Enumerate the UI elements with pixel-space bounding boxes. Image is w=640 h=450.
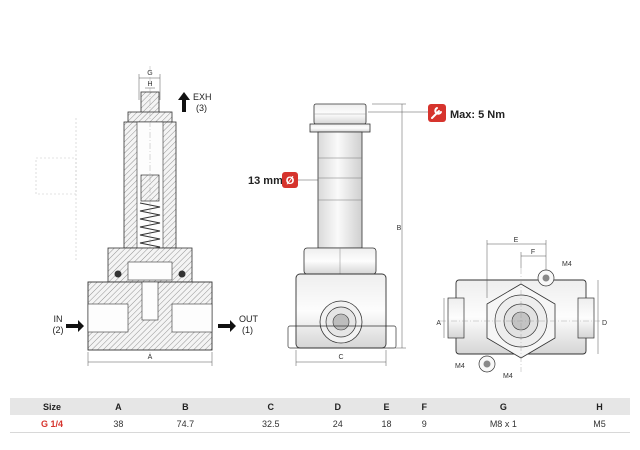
seal-left xyxy=(114,270,122,278)
table-cell: 74.7 xyxy=(142,415,229,433)
wrench-icon xyxy=(431,107,442,119)
dim-c-label: C xyxy=(338,354,343,361)
mount-foot xyxy=(287,325,397,349)
table-header-row: Size A B C D E F G H xyxy=(10,398,630,415)
dim-e-f xyxy=(486,240,547,298)
flange-cavity xyxy=(127,261,173,281)
dim-b-label: B xyxy=(397,225,402,232)
dim-e-label: E xyxy=(514,237,519,244)
bottom-view: E F A D M4 M4 M4 xyxy=(436,237,607,380)
port-out-bore xyxy=(171,303,213,333)
table-header: F xyxy=(410,398,438,415)
port-out-label: OUT xyxy=(239,314,259,324)
table-cell: 18 xyxy=(362,415,411,433)
table-header: E xyxy=(362,398,411,415)
dim-a-d xyxy=(443,280,599,354)
table-row: G 1/4 38 74.7 32.5 24 18 9 M8 x 1 M5 xyxy=(10,415,630,433)
dimension-table: Size A B C D E F G H G 1/4 38 74.7 32.5 … xyxy=(10,398,630,433)
diameter-icon: Ø xyxy=(286,175,295,187)
exh-arrow-icon xyxy=(178,92,190,112)
dim-d-label: D xyxy=(602,320,607,327)
ghost-coil-outline xyxy=(35,118,77,260)
right-port xyxy=(577,297,595,339)
out-arrow-icon xyxy=(218,320,236,332)
dim-a xyxy=(87,352,213,366)
left-port xyxy=(447,297,465,339)
bottom-dim-a-label: A xyxy=(436,320,441,327)
table-header: G xyxy=(437,398,570,415)
table-header: D xyxy=(313,398,363,415)
table-cell: 32.5 xyxy=(228,415,314,433)
dim-c xyxy=(295,350,387,366)
hole-label-2: M4 xyxy=(455,363,465,370)
dim-b xyxy=(372,103,406,349)
table-header: B xyxy=(142,398,229,415)
section-view: G H IN (2) OUT (1) EXH (3) xyxy=(35,66,259,366)
table-cell: 38 xyxy=(94,415,143,433)
table-cell: 9 xyxy=(410,415,438,433)
table-header: H xyxy=(569,398,630,415)
table-cell: M8 x 1 xyxy=(437,415,570,433)
port-in-label: IN xyxy=(54,314,63,324)
seal-right xyxy=(178,270,186,278)
port-exh-number: (3) xyxy=(196,103,207,113)
table-cell: 24 xyxy=(313,415,363,433)
port-exh-label: EXH xyxy=(193,92,212,102)
dim-g-h xyxy=(138,74,161,100)
nut-washer xyxy=(309,123,371,133)
table-header: C xyxy=(228,398,314,415)
torque-label: Max: 5 Nm xyxy=(450,109,505,121)
port-in-bore xyxy=(87,303,129,333)
hole-label-1: M4 xyxy=(562,261,572,268)
port-in-number: (2) xyxy=(53,325,64,335)
stem xyxy=(317,131,363,249)
diameter-badge xyxy=(282,172,298,188)
inner-channel xyxy=(141,281,159,321)
dim-a-label: A xyxy=(148,354,153,361)
table-cell-size: G 1/4 xyxy=(10,415,94,433)
table-cell: M5 xyxy=(569,415,630,433)
dim-f-label: F xyxy=(531,249,535,256)
table-header: A xyxy=(94,398,143,415)
wrench-size-label: 13 mm xyxy=(248,175,283,187)
side-view: B C Max: 5 Nm 13 mm Ø xyxy=(248,103,505,366)
dim-g-label: G xyxy=(147,70,152,77)
dim-h-label: H xyxy=(147,81,152,88)
in-arrow-icon xyxy=(66,320,84,332)
technical-drawing: G H IN (2) OUT (1) EXH (3) xyxy=(35,66,607,380)
hole-label-3: M4 xyxy=(503,373,513,380)
side-port-inner xyxy=(332,313,350,331)
port-out-number: (1) xyxy=(242,325,253,335)
table-header: Size xyxy=(10,398,94,415)
